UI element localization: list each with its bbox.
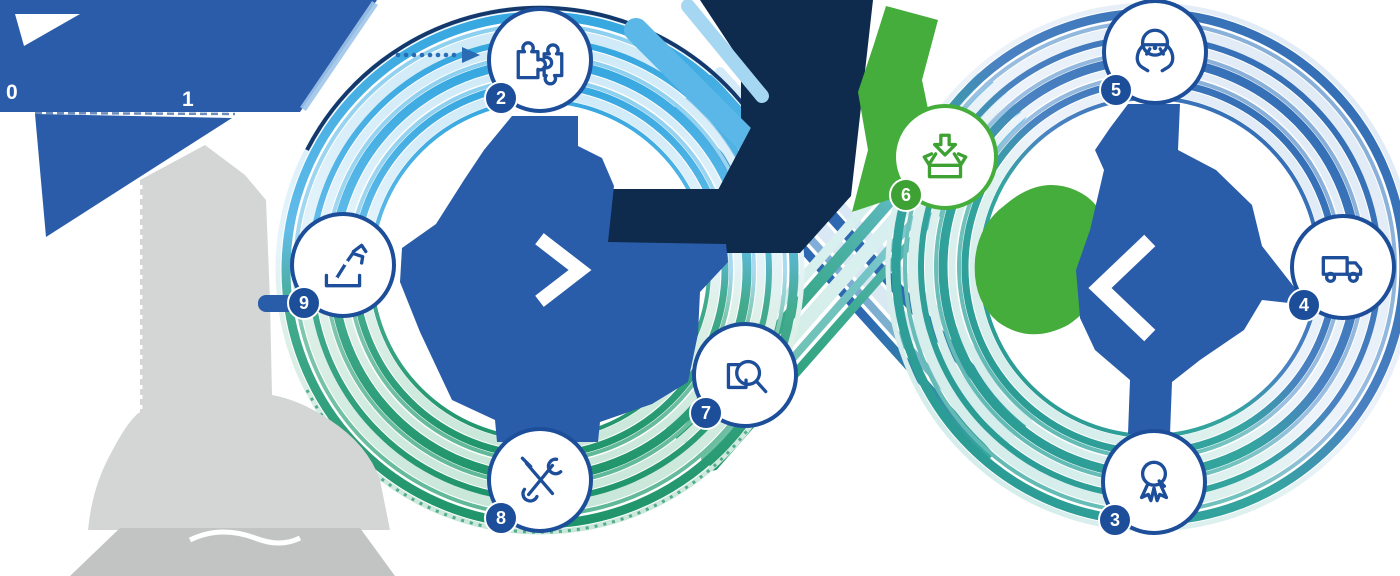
magnifier-inspect-icon	[726, 359, 768, 394]
station-5-driving: 5	[1099, 0, 1208, 107]
binary-digit-zero: 0	[6, 81, 18, 104]
steering-wheel-hands-icon	[1135, 28, 1175, 73]
station-7-badge: 7	[689, 396, 723, 430]
right-interior-blob	[1076, 104, 1298, 434]
station-8-badge: 8	[484, 501, 518, 535]
station-6-badge: 6	[889, 178, 923, 212]
chevron-left-icon	[1088, 234, 1156, 342]
deploy-box-arrow-icon	[922, 133, 968, 179]
binary-input-arrow	[0, 0, 378, 237]
left-interior-blob	[400, 116, 728, 442]
gray-pedestal-silhouette	[70, 145, 395, 576]
station-5-badge: 5	[1099, 73, 1133, 107]
dotted-flow-arrow	[395, 47, 480, 63]
station-6-deploy: 6	[889, 104, 998, 212]
binary-digit-one: 1	[182, 88, 194, 111]
chevron-right-icon	[535, 233, 592, 307]
station-9-automation: 9	[287, 212, 396, 320]
green-blob	[974, 185, 1109, 335]
truck-icon	[1321, 256, 1363, 283]
tools-icon	[520, 456, 563, 503]
station-3-badge: 3	[1098, 503, 1132, 537]
station-2-integration: 2	[484, 7, 593, 115]
quality-award-icon	[1139, 460, 1169, 503]
puzzle-icon	[516, 41, 564, 86]
station-2-badge: 2	[484, 81, 518, 115]
robot-arm-icon	[324, 243, 368, 288]
navy-crossover-arrow	[573, 0, 873, 253]
station-9-badge: 9	[287, 286, 321, 320]
station-8-maintenance: 8	[484, 427, 593, 535]
station-3-quality: 3	[1098, 429, 1207, 537]
station-7-inspection: 7	[689, 322, 798, 430]
station-4-delivery: 4	[1287, 214, 1396, 322]
station-4-badge: 4	[1287, 288, 1321, 322]
